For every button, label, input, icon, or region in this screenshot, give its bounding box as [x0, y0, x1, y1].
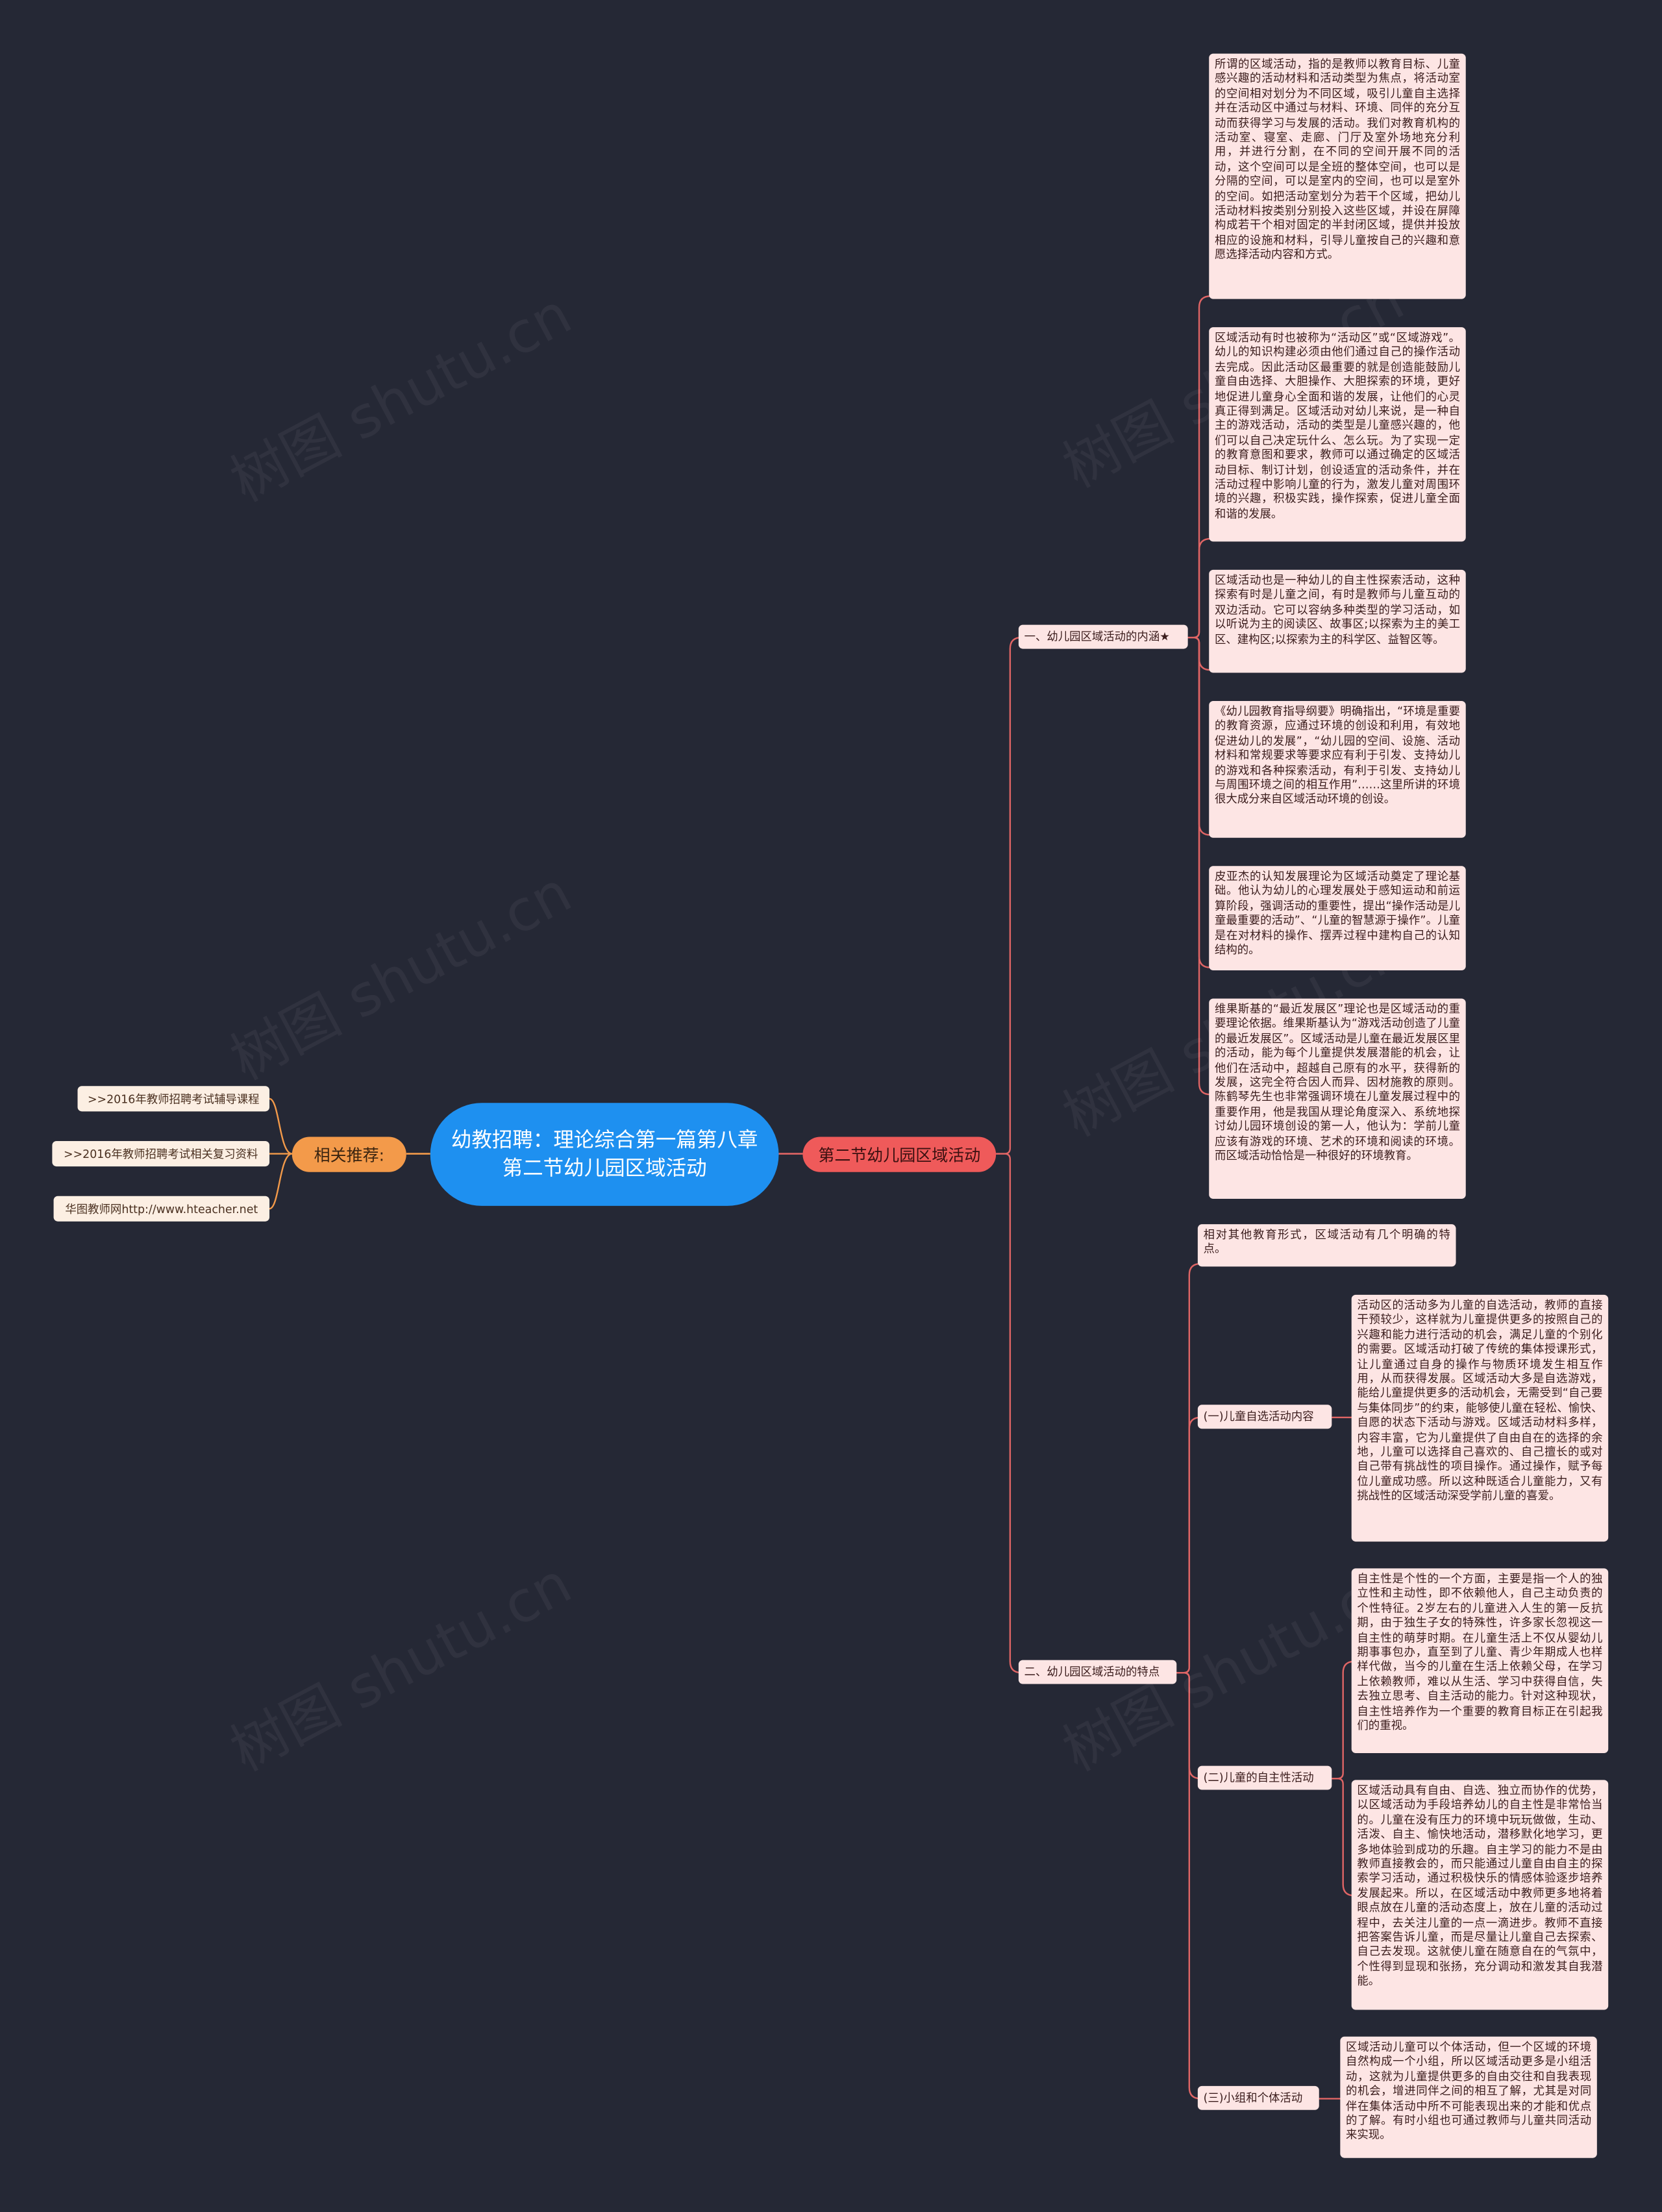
wire-autonomy-leaf: [1332, 1777, 1355, 1897]
sub-autonomy[interactable]: (二)儿童的自主性活动: [1197, 1765, 1332, 1790]
wire-features-sub: [1176, 1671, 1201, 2100]
branch-features[interactable]: 二、幼儿园区域活动的特点: [1018, 1660, 1177, 1684]
leaf-connotation-3: 区域活动也是一种幼儿的自主性探索活动，这种探索有时是儿童之间，有时是教师与儿童互…: [1209, 569, 1466, 673]
leaf-connotation-4: 《幼儿园教育指导纲要》明确指出，“环境是重要的教育资源，应通过环境的创设和利用，…: [1209, 700, 1466, 838]
sub-group-individual[interactable]: (三)小组和个体活动: [1197, 2085, 1319, 2110]
leaf-autonomy-2: 区域活动具有自由、自选、独立而协作的优势，以区域活动为手段培养幼儿的自主性是非常…: [1351, 1780, 1609, 2010]
section-topic[interactable]: 第二节幼儿园区域活动: [802, 1137, 997, 1172]
leaf-self-selected: 活动区的活动多为儿童的自选活动，教师的直接干预较少，这样就为儿童提供更多的按照自…: [1351, 1294, 1609, 1542]
wire-related-link: [269, 1098, 293, 1155]
related-topic[interactable]: 相关推荐:: [291, 1137, 406, 1172]
wire-related-link: [269, 1153, 293, 1210]
features-intro: 相对其他教育形式，区域活动有几个明确的特点。: [1197, 1224, 1456, 1267]
leaf-connotation-6: 维果斯基的“最近发展区”理论也是区域活动的重要理论依据。维果斯基认为“游戏活动创…: [1209, 998, 1466, 1199]
leaf-connotation-5: 皮亚杰的认知发展理论为区域活动奠定了理论基础。他认为幼儿的心理发展处于感知运动和…: [1209, 866, 1466, 971]
wire-section-branch: [996, 637, 1022, 1155]
related-link-website[interactable]: 华图教师网http://www.hteacher.net: [53, 1196, 270, 1222]
leaf-connotation-2: 区域活动有时也被称为“活动区”或“区域游戏”。幼儿的知识构建必须由他们通过自己的…: [1209, 327, 1466, 542]
related-link-course[interactable]: >>2016年教师招聘考试辅导课程: [77, 1086, 270, 1112]
branch-connotation[interactable]: 一、幼儿园区域活动的内涵★: [1018, 624, 1188, 649]
wire-features-sub: [1176, 1416, 1201, 1674]
wire-connotation-leaf: [1187, 537, 1211, 639]
wire-section-branch: [996, 1153, 1022, 1674]
leaf-connotation-1: 所谓的区域活动，指的是教师以教育目标、儿童感兴趣的活动材料和活动类型为焦点，将活…: [1209, 53, 1466, 299]
related-link-materials[interactable]: >>2016年教师招聘考试相关复习资料: [52, 1140, 270, 1167]
root-topic[interactable]: 幼教招聘：理论综合第一篇第八章第二节幼儿园区域活动: [430, 1103, 779, 1206]
sub-self-selected[interactable]: (一)儿童自选活动内容: [1197, 1405, 1332, 1429]
wire-connotation-leaf: [1187, 637, 1211, 1096]
leaf-group-individual: 区域活动儿童可以个体活动，但一个区域的环境自然构成一个小组，所以区域活动更多是小…: [1340, 2036, 1597, 2158]
leaf-autonomy-1: 自主性是个性的一个方面，主要是指一个人的独立性和主动性，即不依赖他人，自己主动负…: [1351, 1568, 1609, 1754]
